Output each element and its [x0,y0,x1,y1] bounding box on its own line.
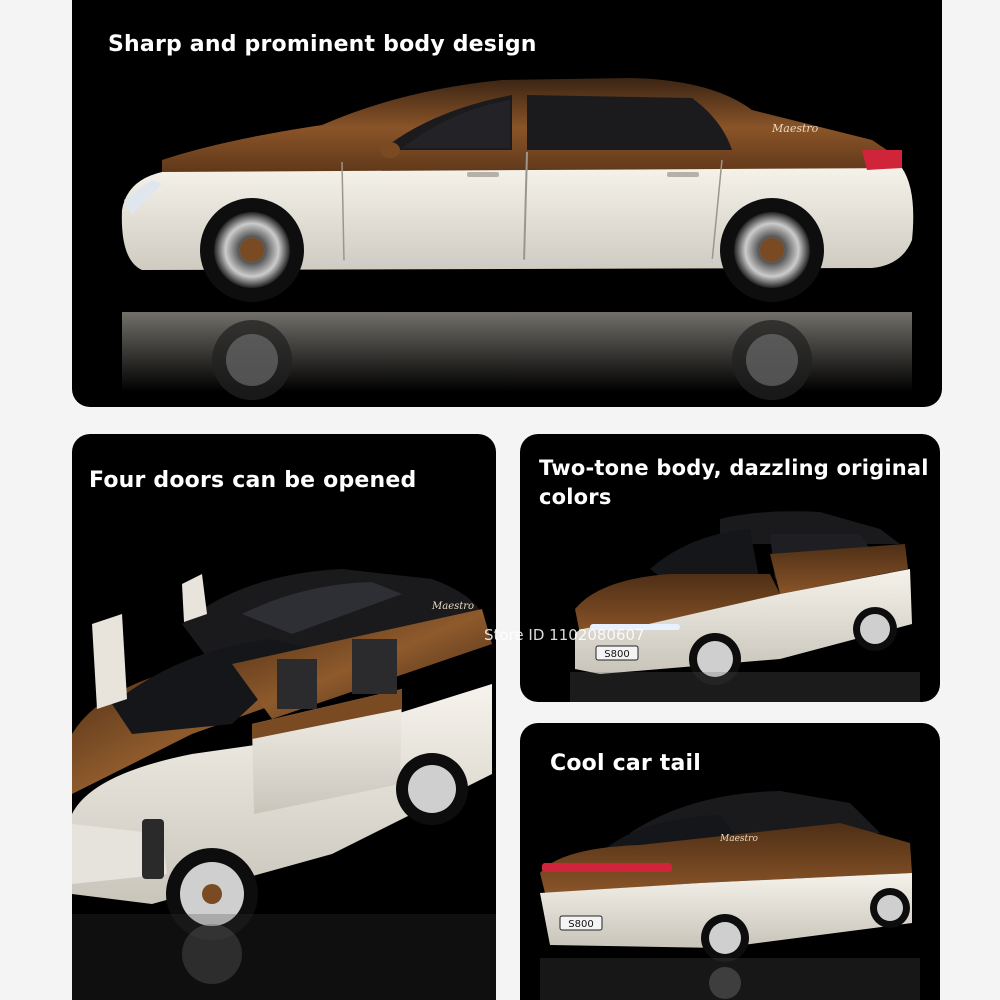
panel-caption: Cool car tail [550,751,702,776]
panel-two-tone: Two-tone body, dazzling original colors [520,434,940,702]
car-doors-open-illustration: Maestro [72,569,496,1000]
panel-caption: Sharp and prominent body design [108,32,537,57]
car-side-illustration: Maestro [121,78,914,400]
panel-side-profile: Sharp and prominent body design [72,0,942,407]
panel-caption: Four doors can be opened [89,468,417,493]
trunk-badge: Maestro [719,834,758,844]
car-rear-illustration: S800 Maestro [540,791,920,1000]
car-front-illustration: S800 [570,511,920,702]
rear-license-plate: S800 [568,919,593,930]
store-watermark: Store ID 1102080607 [484,626,645,644]
panel-doors-open: Four doors can be opened [72,434,496,1000]
trunk-badge: Maestro [431,601,474,612]
trunk-badge: Maestro [771,122,819,135]
panel-caption: Two-tone body, dazzling original colors [539,456,929,509]
front-license-plate: S800 [604,649,629,660]
panel-car-tail: Cool car tail [520,723,940,1000]
